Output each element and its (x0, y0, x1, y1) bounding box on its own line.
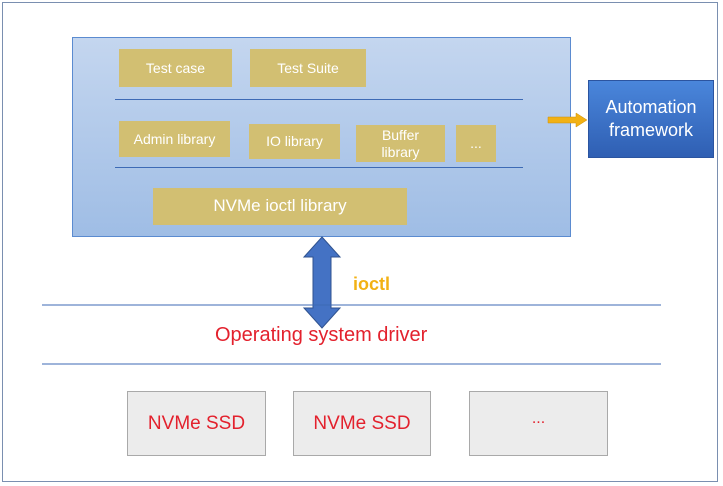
orange-arrow (547, 112, 588, 128)
buffer-library-box: Buffer library (356, 125, 445, 162)
nvme-ioctl-library-box: NVMe ioctl library (153, 188, 407, 225)
separator-line-1 (115, 99, 523, 100)
more-devices-box: ... (469, 391, 608, 456)
ioctl-double-arrow (302, 236, 342, 329)
more-libraries-box: ... (456, 125, 496, 162)
nvme-ssd-box-2: NVMe SSD (293, 391, 431, 456)
automation-framework-box: Automation framework (588, 80, 714, 158)
os-driver-label: Operating system driver (215, 324, 428, 346)
test-framework-container: Test case Test Suite Admin library IO li… (72, 37, 571, 237)
nvme-ssd-box-1: NVMe SSD (127, 391, 266, 456)
io-library-box: IO library (249, 124, 340, 159)
admin-library-box: Admin library (119, 121, 230, 157)
test-suite-box: Test Suite (250, 49, 366, 87)
separator-line-2 (115, 167, 523, 168)
test-case-box: Test case (119, 49, 232, 87)
automation-framework-label: Automation framework (605, 96, 697, 140)
ioctl-label: ioctl (353, 274, 391, 294)
